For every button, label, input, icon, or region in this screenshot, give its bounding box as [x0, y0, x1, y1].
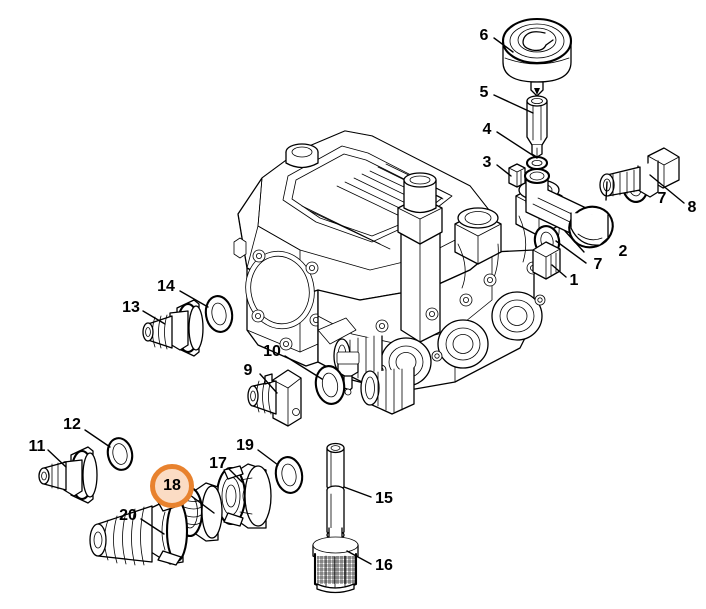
callout-label-3[interactable]: 3	[482, 154, 492, 171]
part-9-hose-nipple	[247, 369, 302, 427]
valve-cap-rear-1	[454, 207, 502, 289]
callout-label-20[interactable]: 20	[119, 507, 137, 524]
valve-cap-front-2	[437, 319, 489, 369]
part-17-coupling-body	[215, 463, 272, 529]
pump-inlet-port-2	[360, 367, 415, 415]
highlight-ring-part-18[interactable]	[150, 464, 194, 508]
callout-label-19[interactable]: 19	[236, 437, 254, 454]
callout-label-1[interactable]: 1	[569, 272, 579, 289]
callout-label-17[interactable]: 17	[209, 455, 227, 472]
drain-screw	[336, 351, 360, 396]
part-4-o-ring	[525, 155, 549, 171]
callout-label-18[interactable]: 18	[163, 477, 181, 494]
callout-label-15[interactable]: 15	[375, 490, 393, 507]
callout-label-12[interactable]: 12	[63, 416, 81, 433]
callout-label-8[interactable]: 8	[687, 199, 697, 216]
part-11-threaded-nipple	[38, 446, 98, 504]
callout-label-7a[interactable]: 7	[657, 190, 667, 207]
part-2-elbow-fitting	[523, 167, 614, 249]
callout-label-14[interactable]: 14	[157, 278, 175, 295]
part-19-sealing-ring	[274, 456, 304, 494]
callout-label-2[interactable]: 2	[618, 243, 628, 260]
part-1-plug	[532, 241, 561, 280]
pump-body-assembly	[233, 130, 563, 415]
part-16-suction-filter	[312, 527, 359, 594]
part-13-hose-connector	[142, 299, 204, 357]
leader-lines	[47, 37, 685, 565]
callout-label-7b[interactable]: 7	[593, 256, 603, 273]
callout-label-10[interactable]: 10	[263, 343, 281, 360]
part-14-sealing-ring	[204, 295, 234, 333]
part-10-sealing-ring	[314, 365, 346, 405]
part-15-suction-tube	[326, 442, 345, 540]
callout-label-6[interactable]: 6	[479, 27, 489, 44]
callout-label-16[interactable]: 16	[375, 557, 393, 574]
callout-label-4[interactable]: 4	[482, 121, 492, 138]
callout-label-5[interactable]: 5	[479, 84, 489, 101]
part-3-small-plug	[508, 163, 526, 188]
part-12-o-ring	[106, 437, 134, 471]
part-6-pressure-gauge	[501, 17, 573, 97]
part-20-hose-tail	[89, 496, 189, 566]
callout-label-11[interactable]: 11	[28, 438, 46, 455]
part-5-gauge-stem	[526, 95, 548, 158]
callout-label-9[interactable]: 9	[243, 362, 253, 379]
part-8-banjo-bolt	[599, 147, 680, 198]
valve-cap-front-1	[491, 291, 543, 341]
callout-label-13[interactable]: 13	[122, 299, 140, 316]
